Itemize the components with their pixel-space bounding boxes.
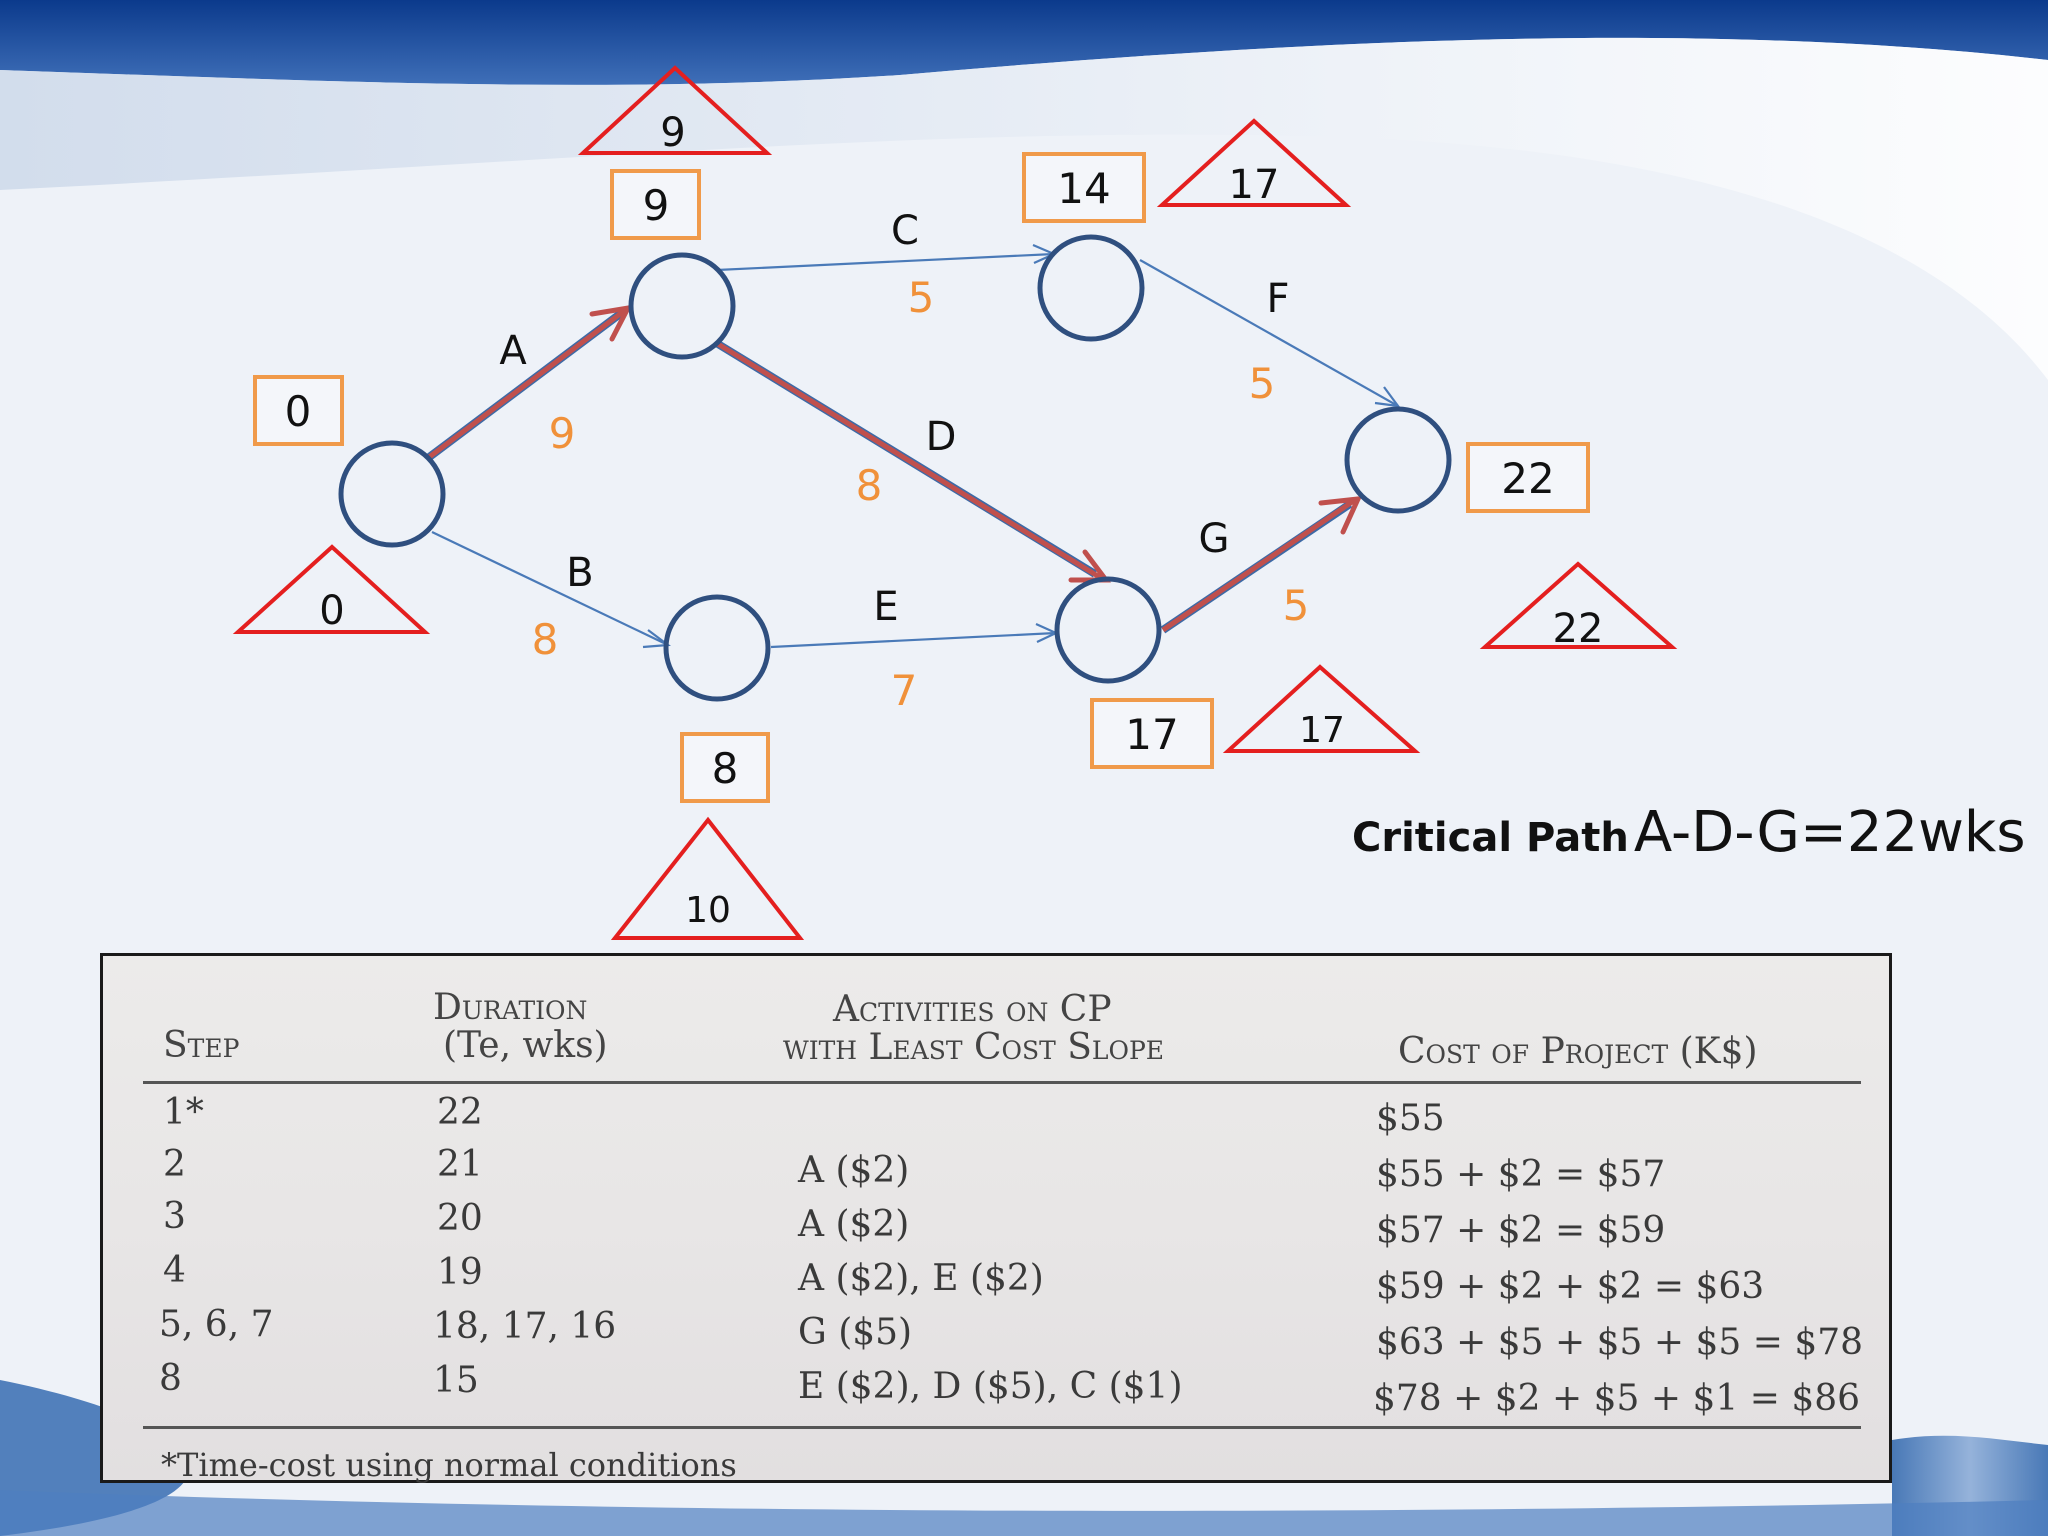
svg-text:17: 17 bbox=[1299, 710, 1345, 751]
early-time-box-node-5: 17 bbox=[1090, 698, 1214, 769]
crashing-table: Step Duration (Te, wks) Activities on CP… bbox=[100, 953, 1892, 1484]
early-time-box-node-6: 22 bbox=[1466, 442, 1590, 513]
late-time-triangle-node-2: 9 bbox=[577, 65, 773, 156]
cell-step: 5, 6, 7 bbox=[159, 1304, 274, 1345]
cell-duration: 20 bbox=[437, 1198, 483, 1239]
duration-g: 5 bbox=[1283, 581, 1310, 630]
edge-d bbox=[715, 340, 1111, 583]
cell-cost: $57 + $2 = $59 bbox=[1376, 1210, 1666, 1251]
activity-label-a: A bbox=[499, 328, 527, 374]
edge-c bbox=[716, 252, 1055, 272]
duration-c: 5 bbox=[908, 273, 935, 322]
node-1 bbox=[338, 440, 446, 548]
cell-activities: E ($2), D ($5), C ($1) bbox=[798, 1366, 1183, 1407]
svg-text:22: 22 bbox=[1501, 454, 1554, 503]
header-duration-line2: (Te, wks) bbox=[443, 1025, 608, 1066]
header-step: Step bbox=[163, 1025, 240, 1066]
edge-a bbox=[425, 304, 633, 462]
svg-text:9: 9 bbox=[643, 181, 670, 230]
duration-e: 7 bbox=[891, 666, 918, 715]
critical-path-caption: Critical Path A-D-G=22wks bbox=[1352, 800, 2026, 865]
cell-activities: A ($2), E ($2) bbox=[798, 1258, 1044, 1299]
cell-duration: 21 bbox=[437, 1144, 483, 1185]
table-footnote: *Time-cost using normal conditions bbox=[161, 1446, 737, 1484]
svg-text:0: 0 bbox=[319, 588, 344, 634]
node-5 bbox=[1054, 576, 1162, 684]
svg-text:10: 10 bbox=[685, 890, 731, 931]
duration-b: 8 bbox=[532, 615, 559, 664]
cell-cost: $59 + $2 + $2 = $63 bbox=[1376, 1266, 1765, 1307]
activity-label-d: D bbox=[926, 414, 957, 460]
cell-activities: G ($5) bbox=[798, 1312, 913, 1353]
edge-g bbox=[1160, 496, 1363, 634]
svg-text:8: 8 bbox=[712, 744, 739, 793]
activity-label-g: G bbox=[1199, 516, 1230, 562]
cell-activities: A ($2) bbox=[798, 1150, 910, 1191]
late-time-triangle-node-3: 10 bbox=[610, 816, 805, 940]
early-time-box-node-4: 14 bbox=[1022, 152, 1146, 223]
node-4 bbox=[1037, 234, 1145, 342]
late-time-triangle-node-4: 17 bbox=[1156, 118, 1352, 208]
duration-d: 8 bbox=[856, 461, 883, 510]
cell-cost: $55 bbox=[1376, 1098, 1445, 1139]
header-rule bbox=[143, 1081, 1861, 1084]
cell-step: 8 bbox=[159, 1358, 182, 1399]
header-activities-line2: with Least Cost Slope bbox=[783, 1027, 1165, 1068]
svg-text:14: 14 bbox=[1057, 164, 1110, 213]
duration-a: 9 bbox=[549, 409, 576, 458]
edge-e bbox=[770, 631, 1057, 649]
header-cost: Cost of Project (K$) bbox=[1398, 1031, 1758, 1072]
edge-b bbox=[431, 531, 669, 646]
node-6 bbox=[1344, 406, 1452, 514]
svg-text:22: 22 bbox=[1553, 606, 1604, 652]
cell-step: 4 bbox=[163, 1250, 186, 1291]
node-3 bbox=[663, 594, 771, 702]
bottom-rule bbox=[143, 1426, 1861, 1429]
activity-label-e: E bbox=[873, 584, 898, 630]
early-time-box-node-3: 8 bbox=[680, 732, 770, 803]
svg-text:0: 0 bbox=[285, 387, 312, 436]
cell-cost: $78 + $2 + $5 + $1 = $86 bbox=[1373, 1378, 1861, 1419]
activity-label-f: F bbox=[1266, 276, 1289, 322]
cell-cost: $63 + $5 + $5 + $5 = $78 bbox=[1376, 1322, 1864, 1363]
svg-text:9: 9 bbox=[660, 110, 685, 156]
cell-duration: 22 bbox=[437, 1092, 483, 1133]
cell-cost: $55 + $2 = $57 bbox=[1376, 1154, 1666, 1195]
duration-f: 5 bbox=[1249, 359, 1276, 408]
late-time-triangle-node-1: 0 bbox=[232, 544, 431, 634]
header-duration-line1: Duration bbox=[433, 987, 588, 1028]
cell-duration: 15 bbox=[433, 1360, 479, 1401]
activity-label-c: C bbox=[891, 208, 919, 254]
activity-label-b: B bbox=[566, 550, 593, 596]
svg-text:17: 17 bbox=[1229, 162, 1280, 208]
cell-duration: 18, 17, 16 bbox=[433, 1306, 617, 1347]
critical-path-label: Critical Path bbox=[1352, 815, 1629, 861]
cell-step: 3 bbox=[163, 1196, 186, 1237]
critical-path-value: A-D-G=22wks bbox=[1633, 800, 2026, 865]
cell-step: 2 bbox=[163, 1144, 186, 1185]
late-time-triangle-node-5: 17 bbox=[1222, 664, 1421, 753]
node-2 bbox=[628, 252, 736, 360]
late-time-triangle-node-6: 22 bbox=[1479, 561, 1678, 652]
edge-f bbox=[1139, 259, 1399, 407]
edge-f-arrowhead bbox=[1374, 386, 1401, 408]
early-time-box-node-1: 0 bbox=[253, 375, 344, 446]
header-activities-line1: Activities on CP bbox=[833, 989, 1112, 1030]
early-time-box-node-2: 9 bbox=[610, 169, 701, 240]
cell-step: 1* bbox=[163, 1092, 204, 1133]
cell-activities: A ($2) bbox=[798, 1204, 910, 1245]
cell-duration: 19 bbox=[437, 1252, 483, 1293]
svg-text:17: 17 bbox=[1125, 710, 1178, 759]
